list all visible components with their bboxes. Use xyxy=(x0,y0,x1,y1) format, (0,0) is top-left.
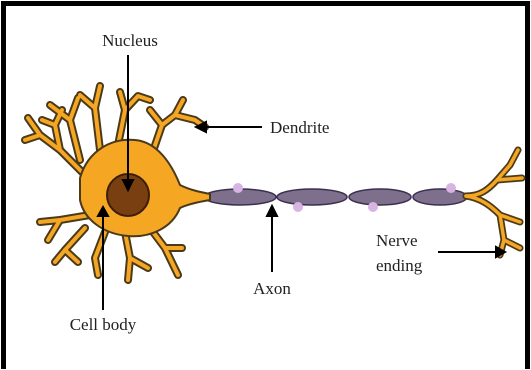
label-cell-body: Cell body xyxy=(70,315,137,334)
label-nucleus: Nucleus xyxy=(102,31,158,50)
label-dendrite: Dendrite xyxy=(270,118,329,137)
axon xyxy=(168,189,467,205)
label-axon: Axon xyxy=(253,279,291,298)
label-nerve-ending-line1: Nerve xyxy=(376,231,418,250)
label-nerve-ending-line2: ending xyxy=(376,256,423,275)
